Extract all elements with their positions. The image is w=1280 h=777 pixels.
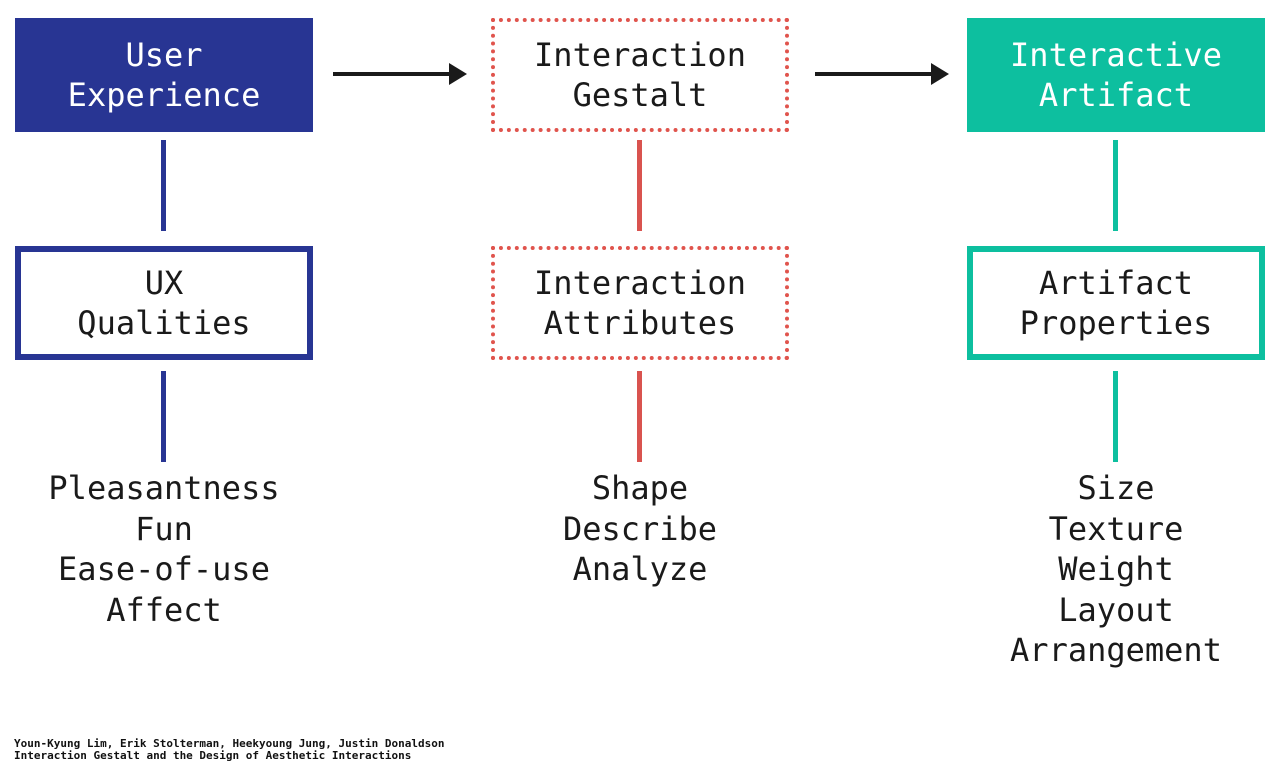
- citation-title: Interaction Gestalt and the Design of Ae…: [14, 749, 412, 762]
- connector-line-ux-top: [161, 140, 166, 231]
- interaction-attributes-list: Shape Describe Analyze: [491, 468, 789, 590]
- list-item: Shape: [591, 469, 689, 507]
- arrow-ux-to-gestalt: [333, 63, 467, 85]
- list-item: Describe: [562, 509, 718, 548]
- connector-line-gestalt-top: [637, 140, 642, 231]
- citation: Youn-Kyung Lim, Erik Stolterman, Heekyou…: [14, 738, 444, 762]
- list-item: Arrangement: [1010, 631, 1222, 669]
- user-experience-box: User Experience: [15, 18, 313, 132]
- interaction-attributes-box: Interaction Attributes: [491, 246, 789, 360]
- list-item: Analyze: [572, 550, 708, 588]
- interactive-artifact-box: Interactive Artifact: [967, 18, 1265, 132]
- list-item: Affect: [106, 590, 222, 629]
- list-item: Texture: [1048, 509, 1184, 548]
- list-item: Pleasantness: [48, 469, 280, 507]
- connector-line-artifact-bottom: [1113, 371, 1118, 462]
- list-item: Fun: [135, 509, 193, 548]
- list-item: Ease-of-use: [58, 550, 270, 588]
- interaction-gestalt-box: Interaction Gestalt: [491, 18, 789, 132]
- citation-authors: Youn-Kyung Lim, Erik Stolterman, Heekyou…: [14, 737, 445, 750]
- arrow-gestalt-to-artifact: [815, 63, 949, 85]
- connector-line-ux-bottom: [161, 371, 166, 462]
- ux-qualities-box: UX Qualities: [15, 246, 313, 360]
- list-item: Layout: [1058, 590, 1174, 629]
- connector-line-gestalt-bottom: [637, 371, 642, 462]
- artifact-properties-box: Artifact Properties: [967, 246, 1265, 360]
- list-item: Size: [1077, 469, 1155, 507]
- artifact-properties-list: Size Texture Weight Layout Arrangement: [967, 468, 1265, 671]
- list-item: Weight: [1058, 550, 1174, 588]
- ux-qualities-list: Pleasantness Fun Ease-of-use Affect: [15, 468, 313, 630]
- connector-line-artifact-top: [1113, 140, 1118, 231]
